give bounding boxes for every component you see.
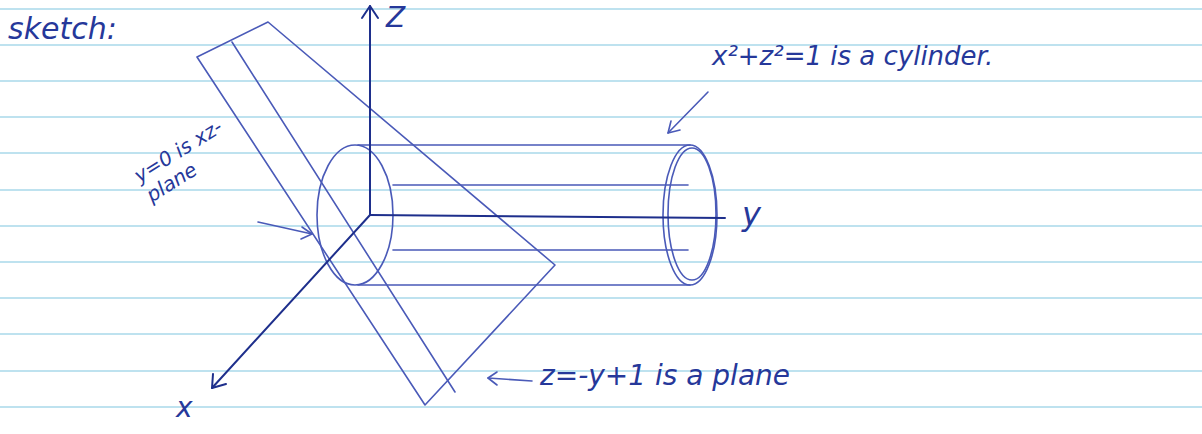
leader-arrow: [488, 378, 532, 381]
leader-arrow: [301, 227, 312, 239]
cylinder-end: [663, 145, 717, 285]
axis-label: Z: [386, 2, 405, 34]
x-axis: [212, 215, 370, 388]
leader-arrow: [668, 121, 680, 133]
cylinder-side: [358, 144, 690, 146]
plane-note: z=-y+1 is a plane: [540, 360, 790, 392]
axis-label: y: [742, 196, 761, 233]
z-axis: [369, 6, 371, 215]
cylinder-end: [668, 148, 716, 280]
sketch-heading: sketch:: [8, 12, 117, 47]
leader-arrow: [668, 92, 708, 133]
ruled-lines: [0, 9, 1202, 407]
y-axis: [370, 215, 725, 218]
cylinder-line: [393, 184, 688, 186]
plane-edge: [232, 42, 455, 392]
leader-arrow: [488, 372, 497, 385]
cylinder-side: [358, 284, 690, 286]
plane-outline: [197, 22, 555, 405]
plane-note: y=0 is xz-plane: [130, 104, 256, 207]
cylinder-note: x²+z²=1 is a cylinder.: [712, 42, 993, 72]
axis-label: x: [176, 392, 193, 424]
axis-arrowhead: [212, 374, 226, 388]
axis-arrowhead: [362, 6, 378, 18]
cylinder-line: [393, 249, 688, 251]
